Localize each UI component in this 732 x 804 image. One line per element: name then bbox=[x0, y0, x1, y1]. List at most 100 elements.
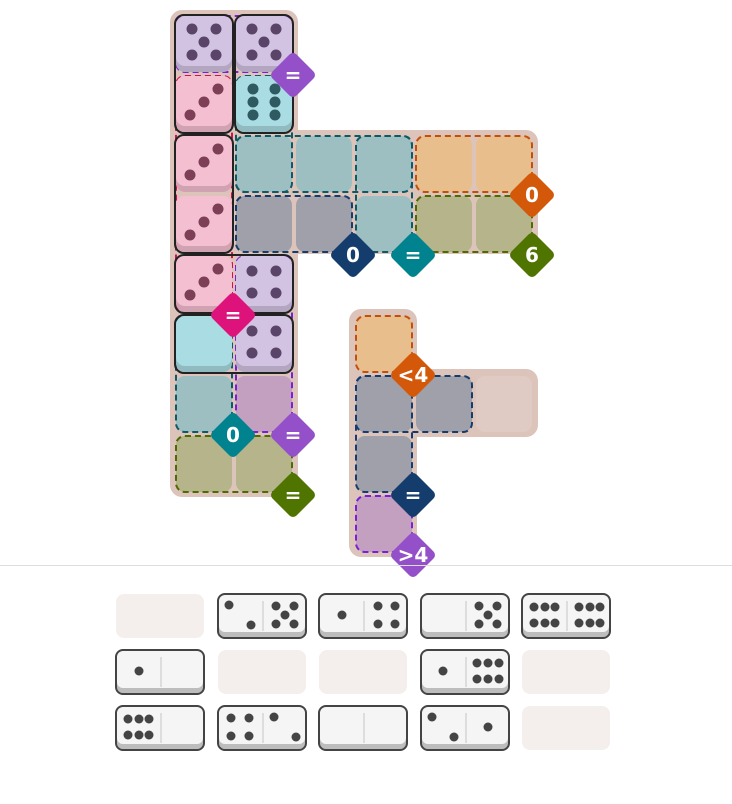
pip bbox=[212, 83, 224, 95]
pip bbox=[595, 602, 605, 612]
tray-slot-empty bbox=[116, 594, 204, 638]
pip bbox=[289, 619, 299, 629]
domino-half bbox=[320, 595, 363, 635]
constraint-badge: = bbox=[388, 470, 438, 520]
pip bbox=[427, 712, 437, 722]
pip bbox=[483, 658, 493, 668]
pip bbox=[246, 325, 258, 337]
pip bbox=[585, 618, 594, 628]
pip bbox=[373, 601, 383, 611]
constraint-label: 0 bbox=[346, 243, 360, 267]
pip bbox=[186, 23, 198, 35]
pip bbox=[184, 289, 196, 301]
domino-divider bbox=[464, 601, 467, 631]
tray-domino[interactable] bbox=[521, 593, 611, 639]
domino-half bbox=[467, 707, 510, 747]
pip bbox=[184, 229, 196, 241]
pip bbox=[270, 287, 282, 299]
tray-domino[interactable] bbox=[216, 593, 307, 639]
pip bbox=[186, 49, 198, 61]
pip bbox=[244, 713, 254, 723]
pip bbox=[550, 602, 560, 612]
pip bbox=[270, 23, 282, 35]
constraint-badge: 0 bbox=[507, 170, 557, 220]
domino-half[interactable] bbox=[176, 76, 232, 132]
tray-domino[interactable] bbox=[419, 593, 510, 639]
pip bbox=[226, 731, 236, 741]
pip bbox=[483, 610, 493, 620]
constraint-badge: 0 bbox=[208, 410, 258, 460]
domino-divider bbox=[261, 713, 264, 743]
pip bbox=[472, 658, 482, 668]
domino-half bbox=[264, 707, 307, 747]
board-cell[interactable] bbox=[236, 196, 292, 252]
pip bbox=[492, 619, 502, 629]
domino-half[interactable] bbox=[176, 196, 232, 252]
constraint-label: = bbox=[284, 423, 302, 447]
constraint-badge: >4 bbox=[388, 530, 438, 580]
board-cell-empty[interactable] bbox=[476, 376, 532, 432]
pip bbox=[247, 96, 259, 108]
constraint-label: = bbox=[224, 303, 242, 327]
pip bbox=[337, 610, 346, 620]
pip bbox=[540, 602, 549, 612]
constraint-label: 0 bbox=[525, 183, 539, 207]
tray-domino[interactable] bbox=[216, 705, 307, 751]
domino-half[interactable] bbox=[176, 136, 232, 192]
domino-divider bbox=[363, 713, 365, 743]
pip bbox=[184, 109, 196, 121]
board-cell[interactable] bbox=[296, 136, 352, 192]
domino-divider bbox=[363, 601, 365, 631]
tray-domino[interactable] bbox=[115, 705, 205, 751]
domino-half bbox=[219, 707, 262, 747]
pip bbox=[483, 674, 493, 684]
domino-divider bbox=[160, 713, 162, 743]
domino-half[interactable] bbox=[176, 256, 232, 312]
pip bbox=[529, 602, 539, 612]
pip bbox=[134, 730, 143, 740]
tray-slot-empty bbox=[217, 650, 306, 694]
pip bbox=[258, 36, 270, 48]
pip bbox=[474, 619, 484, 629]
pip bbox=[198, 96, 210, 108]
domino-half bbox=[422, 595, 465, 635]
domino-half[interactable] bbox=[176, 16, 232, 72]
domino-half bbox=[320, 707, 363, 747]
constraint-label: 6 bbox=[525, 243, 539, 267]
constraint-label: = bbox=[284, 63, 302, 87]
pip bbox=[244, 731, 254, 741]
pip bbox=[269, 83, 281, 95]
board-cell[interactable] bbox=[356, 136, 412, 192]
pip bbox=[492, 601, 502, 611]
domino-divider bbox=[261, 601, 264, 631]
constraint-label: = bbox=[404, 483, 422, 507]
pip bbox=[134, 666, 143, 676]
pip bbox=[474, 601, 484, 611]
pip bbox=[246, 265, 258, 277]
tray-domino[interactable] bbox=[318, 593, 408, 639]
pip bbox=[246, 620, 256, 630]
tray-domino[interactable] bbox=[419, 649, 510, 695]
tray-slot-empty bbox=[319, 650, 407, 694]
pip bbox=[210, 49, 222, 61]
board-cell[interactable] bbox=[416, 136, 472, 192]
pip bbox=[270, 49, 282, 61]
pip bbox=[291, 732, 301, 742]
domino-half bbox=[117, 651, 160, 691]
pip bbox=[198, 36, 210, 48]
pip bbox=[550, 618, 560, 628]
tray-domino[interactable] bbox=[318, 705, 408, 751]
divider bbox=[0, 565, 732, 566]
constraint-label: 0 bbox=[226, 423, 240, 447]
pip bbox=[438, 666, 448, 676]
pip bbox=[246, 23, 258, 35]
constraint-badge: = bbox=[208, 290, 258, 340]
pip bbox=[270, 325, 282, 337]
pip bbox=[198, 276, 210, 288]
pip bbox=[271, 601, 281, 611]
tray-domino[interactable] bbox=[115, 649, 205, 695]
pip bbox=[494, 658, 504, 668]
board-cell[interactable] bbox=[236, 136, 292, 192]
tray-domino[interactable] bbox=[419, 705, 510, 751]
domino-half bbox=[219, 595, 262, 635]
